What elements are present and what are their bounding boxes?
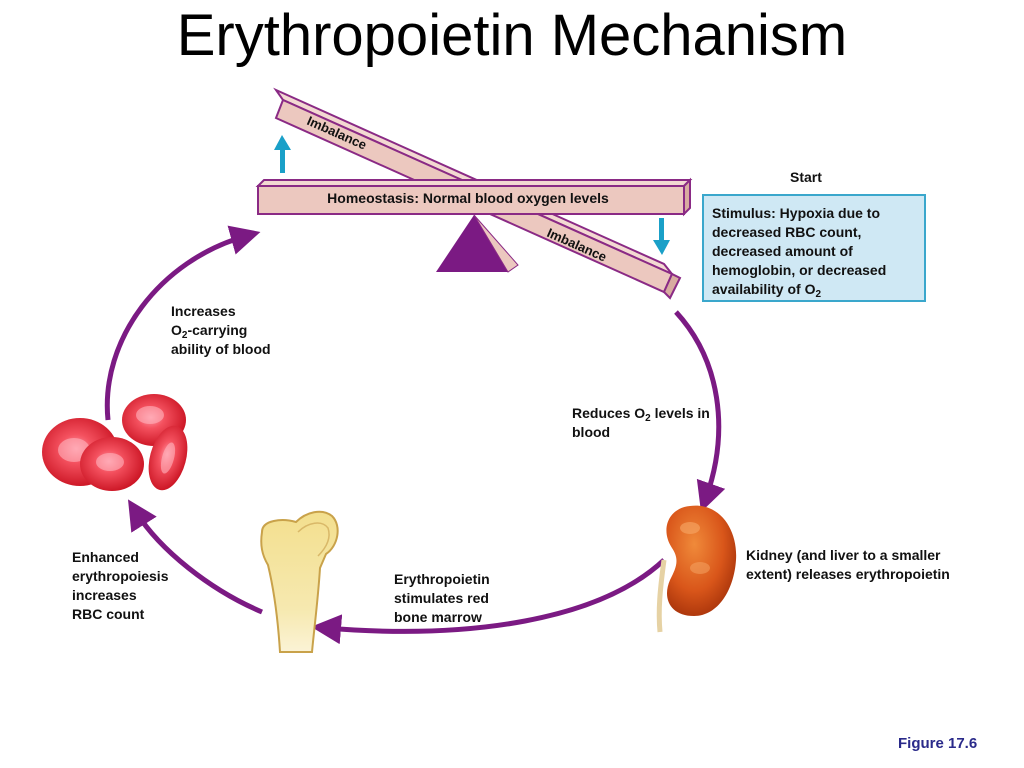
kidney-illustration	[656, 505, 737, 633]
arrow-stimulus-to-kidney	[674, 310, 726, 513]
homeostasis-plank	[255, 177, 693, 217]
increases-line-2: O2-carrying	[171, 321, 311, 341]
enhanced-line-1: Enhanced	[72, 549, 139, 565]
page-title: Erythropoietin Mechanism	[176, 3, 848, 68]
increases-o2-label: Increases O2-carrying ability of blood	[171, 302, 311, 359]
arrow-up-icon	[274, 135, 291, 173]
kidney-label: Kidney (and liver to a smaller extent) r…	[746, 547, 950, 582]
arrow-bone-to-rbc	[127, 499, 263, 615]
reduces-pre: Reduces O	[572, 405, 646, 421]
enhanced-line-4: RBC count	[72, 606, 145, 622]
arrow-kidney-to-bone	[311, 558, 666, 645]
homeostasis-label: Homeostasis: Normal blood oxygen levels	[327, 190, 609, 206]
figure-label: Figure 17.6	[898, 735, 978, 752]
increases-line-1: Increases	[171, 303, 236, 319]
fulcrum	[436, 215, 508, 272]
increases-line-3: ability of blood	[171, 341, 271, 357]
enhanced-line-2: erythropoiesis	[72, 568, 169, 584]
reduces-o2-label: Reduces O2 levels in blood	[572, 404, 732, 442]
start-label: Start	[790, 169, 822, 185]
increases-o: O	[171, 322, 182, 338]
stimulus-text: Stimulus: Hypoxia due to decreased RBC c…	[712, 205, 887, 297]
reduces-sub: 2	[645, 413, 651, 424]
reduces-post: levels in blood	[572, 405, 710, 440]
bone-line-2: stimulates red	[394, 590, 489, 606]
stimulus-subscript: 2	[815, 289, 822, 300]
rbc-illustration	[42, 394, 188, 491]
arrow-down-icon	[653, 218, 670, 255]
bone-line-3: bone marrow	[394, 609, 482, 625]
stimulus-box: Stimulus: Hypoxia due to decreased RBC c…	[702, 194, 926, 302]
enhanced-erythropoiesis-label: Enhanced erythropoiesis increases RBC co…	[72, 548, 202, 624]
increases-sub: 2	[181, 330, 188, 341]
bone-illustration	[260, 510, 339, 653]
bone-line-1: Erythropoietin	[394, 571, 490, 587]
enhanced-line-3: increases	[72, 587, 137, 603]
increases-post: -carrying	[187, 322, 248, 338]
arrow-rbc-to-homeostasis	[104, 225, 261, 421]
bone-marrow-label: Erythropoietin stimulates red bone marro…	[394, 570, 524, 627]
